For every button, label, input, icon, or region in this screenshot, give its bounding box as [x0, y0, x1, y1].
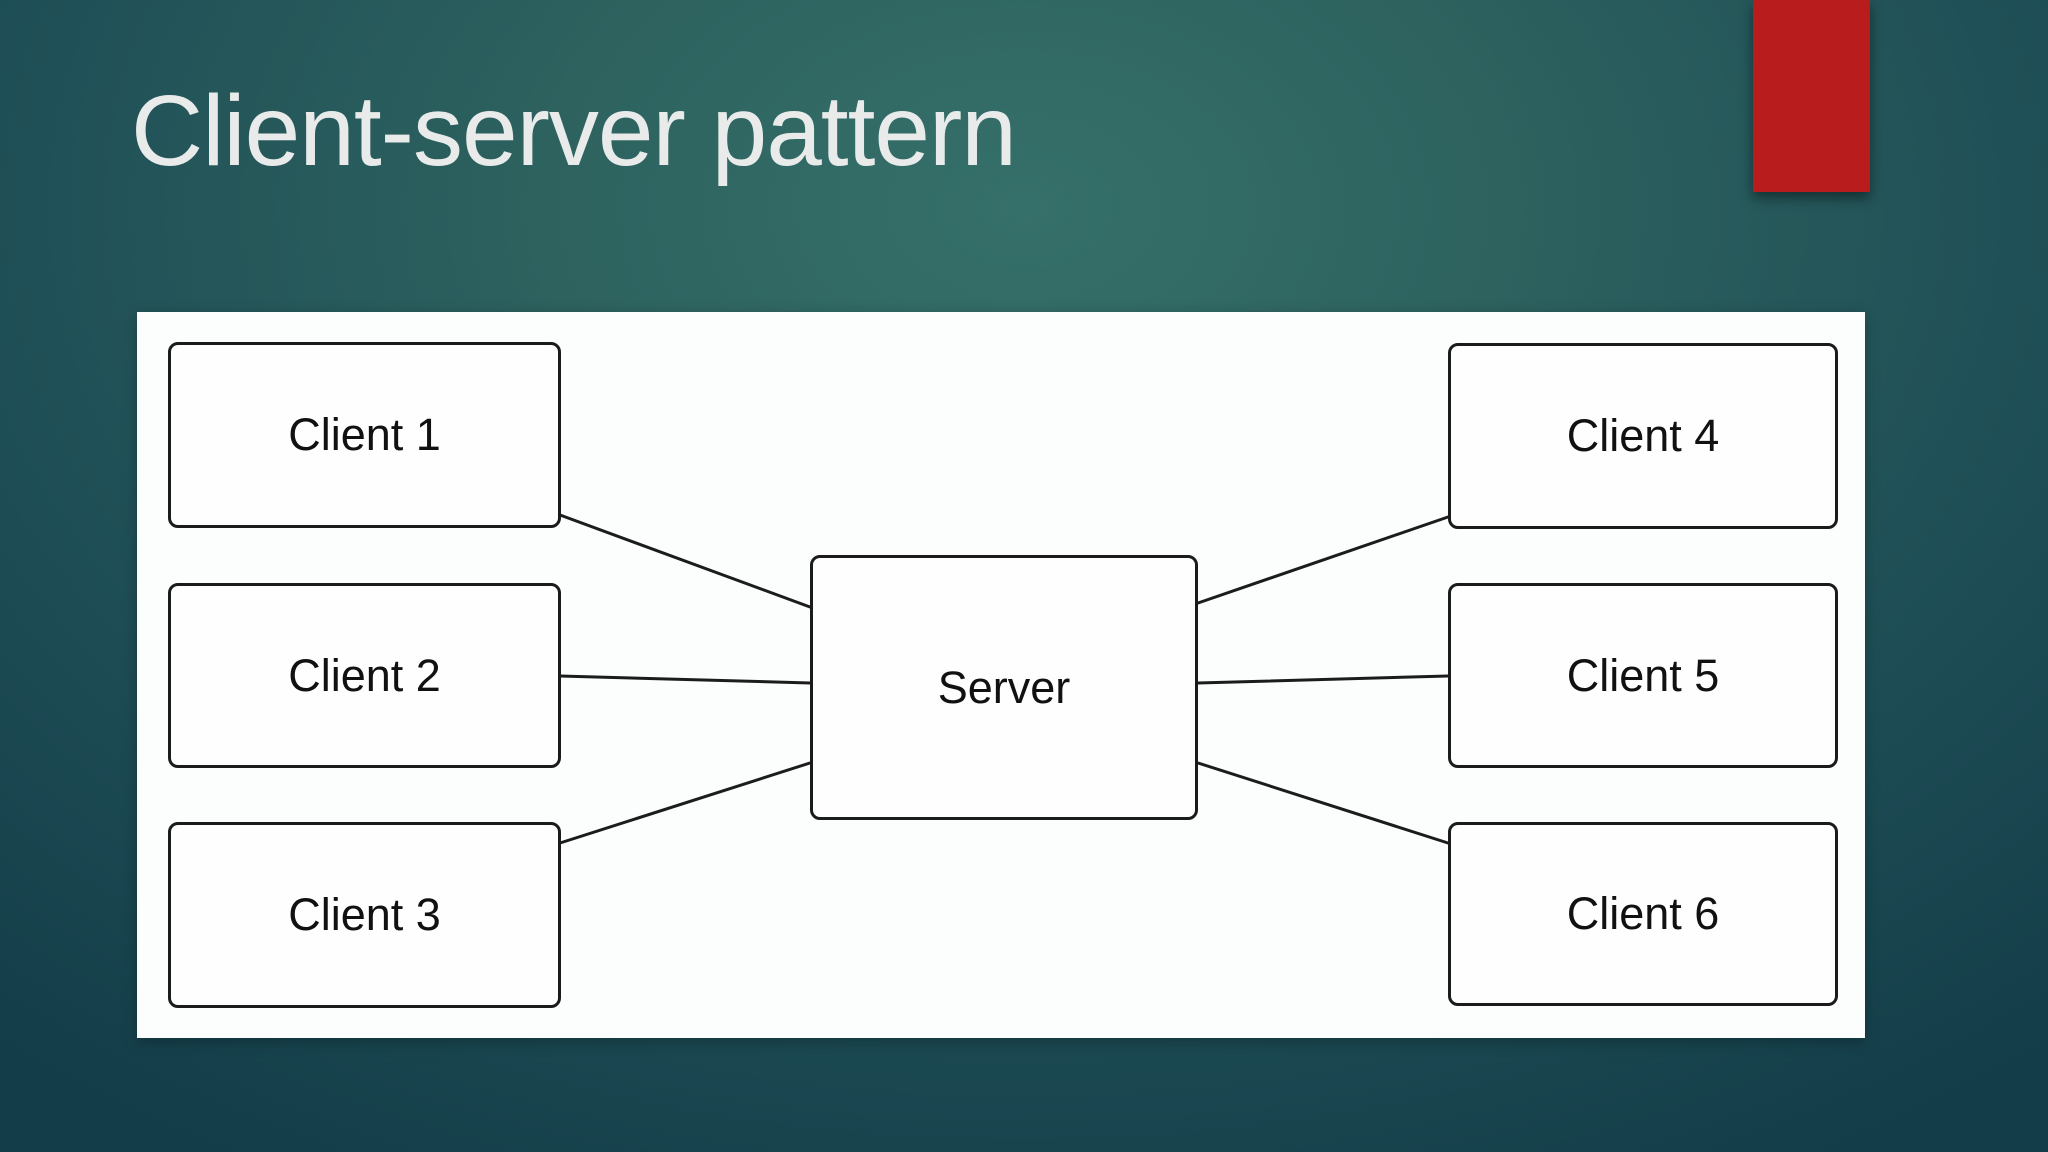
node-label: Server	[937, 661, 1071, 713]
node-client-6: Client 6	[1448, 822, 1838, 1006]
node-label: Client 5	[1566, 649, 1720, 701]
node-client-5: Client 5	[1448, 583, 1838, 768]
connector-line	[558, 761, 812, 845]
connector-line	[1196, 515, 1450, 605]
node-server: Server	[810, 555, 1198, 820]
connector-line	[558, 674, 812, 685]
slide-title: Client-server pattern	[131, 75, 1017, 187]
node-label: Client 3	[288, 889, 441, 940]
node-client-4: Client 4	[1448, 343, 1838, 529]
red-accent-bar	[1753, 0, 1870, 192]
diagram-panel: Client 1 Client 2 Client 3 Client 4 Clie…	[137, 312, 1865, 1038]
connector-line	[1196, 674, 1450, 685]
node-client-1: Client 1	[168, 342, 561, 528]
connector-line	[558, 513, 812, 609]
node-client-2: Client 2	[168, 583, 561, 768]
node-label: Client 1	[288, 409, 441, 460]
node-label: Client 6	[1566, 888, 1720, 939]
connector-line	[1196, 761, 1450, 845]
node-client-3: Client 3	[168, 822, 561, 1008]
node-label: Client 2	[288, 649, 441, 701]
node-label: Client 4	[1566, 410, 1720, 461]
connector-lines	[558, 513, 1450, 845]
